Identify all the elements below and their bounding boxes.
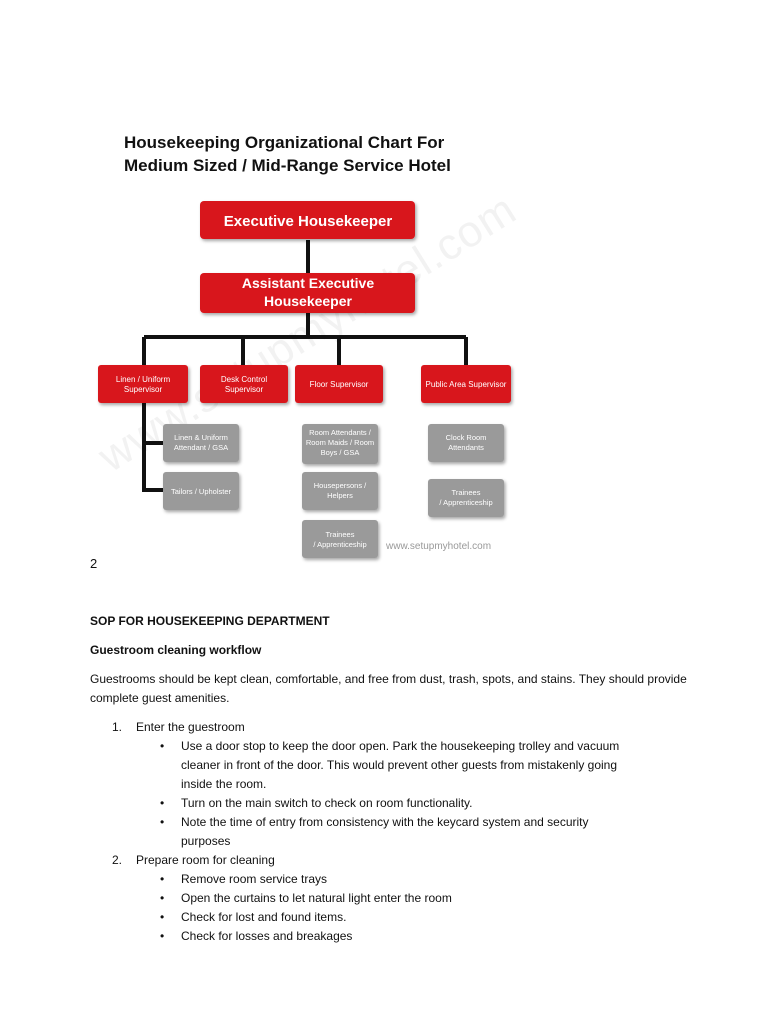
box-executive-housekeeper xyxy=(200,201,415,239)
box-floor-trainees xyxy=(302,520,378,558)
bullet-item: • Note the time of entry from consistency… xyxy=(136,813,641,851)
section-heading: SOP FOR HOUSEKEEPING DEPARTMENT xyxy=(90,614,330,628)
label-room-att-1: Room Attendants / xyxy=(309,428,372,437)
label-linen-att-2: Attendant / GSA xyxy=(174,443,228,452)
page-number: 2 xyxy=(90,556,98,571)
label-executive-housekeeper: Executive Housekeeper xyxy=(224,213,393,230)
box-housepersons xyxy=(302,472,378,510)
box-linen-supervisor xyxy=(98,365,188,403)
bullet-dot: • xyxy=(160,796,165,810)
chart-title-line2: Medium Sized / Mid-Range Service Hotel xyxy=(124,156,451,175)
org-chart: Executive Housekeeper Assistant Executiv… xyxy=(98,201,511,558)
org-connectors xyxy=(142,240,468,492)
label-room-att-3: Boys / GSA xyxy=(321,448,360,457)
box-room-attendants xyxy=(302,424,378,464)
bullet-item: • Turn on the main switch to check on roo… xyxy=(136,794,641,813)
intro-paragraph: Guestrooms should be kept clean, comfort… xyxy=(90,672,687,705)
site-credit: www.setupmyhotel.com xyxy=(386,541,492,552)
steps-list: 1. Enter the guestroom • Use a door stop … xyxy=(90,718,690,946)
bullet-text: Note the time of entry from consistency … xyxy=(181,815,589,848)
label-linen-att-1: Linen & Uniform xyxy=(174,433,228,442)
bullet-text: Open the curtains to let natural light e… xyxy=(181,891,452,905)
label-room-att-2: Room Maids / Room xyxy=(306,438,374,447)
chart-title: Housekeeping Organizational Chart For Me… xyxy=(124,131,544,177)
bullet-item: • Use a door stop to keep the door open. … xyxy=(136,737,641,794)
label-tailors: Tailors / Upholster xyxy=(171,487,232,496)
label-public-trainees-2: / Apprenticeship xyxy=(439,498,492,507)
bullet-text: Turn on the main switch to check on room… xyxy=(181,796,473,810)
box-linen-attendant xyxy=(163,424,239,462)
label-desk-sup-1: Desk Control xyxy=(221,375,267,384)
step-item: 2. Prepare room for cleaning • Remove roo… xyxy=(90,851,690,946)
step-label: Prepare room for cleaning xyxy=(136,853,275,867)
step-bullets: • Remove room service trays • Open the cur… xyxy=(136,870,690,946)
bullet-text: Check for lost and found items. xyxy=(181,910,347,924)
bullet-item: • Remove room service trays xyxy=(136,870,641,889)
section-subheading: Guestroom cleaning workflow xyxy=(90,643,262,657)
label-assistant-line1: Assistant Executive xyxy=(242,275,374,291)
label-housepersons-2: Helpers xyxy=(327,491,353,500)
box-desk-supervisor xyxy=(200,365,288,403)
bullet-item: • Check for lost and found items. xyxy=(136,908,641,927)
step-bullets: • Use a door stop to keep the door open. … xyxy=(136,737,690,851)
box-public-supervisor xyxy=(421,365,511,403)
step-number: 1. xyxy=(112,720,123,734)
bullet-text: Use a door stop to keep the door open. P… xyxy=(181,739,620,791)
bullet-dot: • xyxy=(160,891,165,905)
label-floor-trainees-2: / Apprenticeship xyxy=(313,540,366,549)
label-housepersons-1: Housepersons / xyxy=(314,481,367,490)
bullet-dot: • xyxy=(160,872,165,886)
org-top: Executive Housekeeper xyxy=(200,201,415,239)
label-floor-trainees-1: Trainees xyxy=(326,530,355,539)
label-public-sup: Public Area Supervisor xyxy=(426,380,507,389)
bullet-item: • Open the curtains to let natural light … xyxy=(136,889,641,908)
box-public-trainees xyxy=(428,479,504,517)
bullet-dot: • xyxy=(160,739,165,753)
bullet-item: • Check for losses and breakages xyxy=(136,927,641,946)
label-floor-sup: Floor Supervisor xyxy=(310,380,369,389)
bullet-text: Remove room service trays xyxy=(181,872,328,886)
bullet-text: Check for losses and breakages xyxy=(181,929,353,943)
box-tailors xyxy=(163,472,239,510)
document-body: SOP FOR HOUSEKEEPING DEPARTMENT Guestroo… xyxy=(90,612,690,946)
label-desk-sup-2: Supervisor xyxy=(225,385,264,394)
label-assistant-line2: Housekeeper xyxy=(264,293,352,309)
bullet-dot: • xyxy=(160,815,165,829)
step-label: Enter the guestroom xyxy=(136,720,245,734)
label-public-trainees-1: Trainees xyxy=(452,488,481,497)
chart-title-line1: Housekeeping Organizational Chart For xyxy=(124,133,445,152)
label-clock-room-2: Attendants xyxy=(448,443,484,452)
box-floor-supervisor xyxy=(295,365,383,403)
box-assistant-executive xyxy=(200,273,415,313)
bullet-dot: • xyxy=(160,929,165,943)
label-linen-sup-1: Linen / Uniform xyxy=(116,375,171,384)
box-clock-room xyxy=(428,424,504,462)
bullet-dot: • xyxy=(160,910,165,924)
step-number: 2. xyxy=(112,853,123,867)
step-item: 1. Enter the guestroom • Use a door stop … xyxy=(90,718,690,851)
label-clock-room-1: Clock Room xyxy=(446,433,487,442)
label-linen-sup-2: Supervisor xyxy=(124,385,163,394)
